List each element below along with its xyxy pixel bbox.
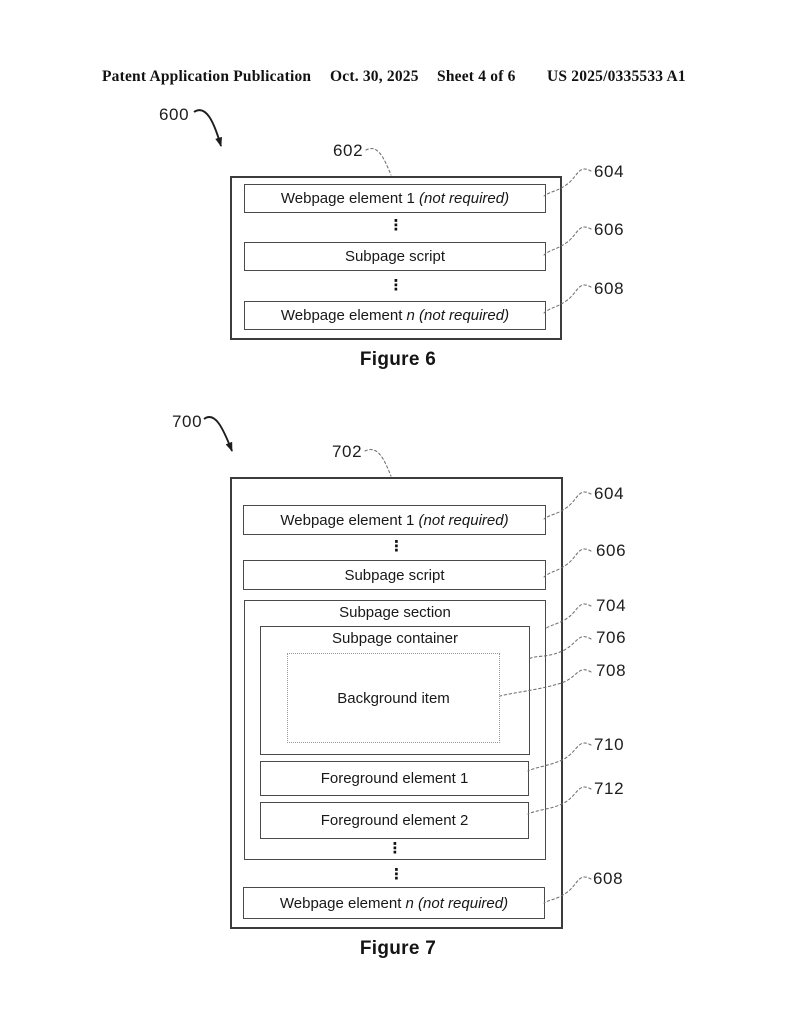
webpage-element-1-label: Webpage element 1 <box>280 190 420 207</box>
figure6-webpage-element-1-box: Webpage element 1 (not required) <box>244 184 546 213</box>
ref-numeral-708: 708 <box>596 661 627 680</box>
ref-numeral-700: 700 <box>172 412 203 431</box>
figure6-subpage-script-box: Subpage script <box>244 242 546 271</box>
subpage-container-label: Subpage container <box>332 630 458 647</box>
header-sheet-number: Sheet 4 of 6 <box>437 68 516 85</box>
figure7-webpage-element-1-box: Webpage element 1 (not required) <box>243 505 546 535</box>
figure7-webpage-outer-box: Webpage element 1 (not required) ⋮ Subpa… <box>230 477 563 929</box>
figure7-webpage-element-n-box: Webpage element n (not required) <box>243 887 545 919</box>
vertical-ellipsis: ⋮ <box>387 839 403 857</box>
subpage-section-label: Subpage section <box>339 604 451 621</box>
not-required-note: n (not required) <box>406 307 510 324</box>
subpage-script-label: Subpage script <box>344 248 446 265</box>
ref-numeral-606-fig6: 606 <box>594 220 625 239</box>
figure7-foreground-element-2-box: Foreground element 2 <box>260 802 529 839</box>
ref-numeral-600: 600 <box>159 105 190 124</box>
webpage-element-1-label: Webpage element 1 <box>280 511 419 529</box>
foreground-element-2-label: Foreground element 2 <box>320 812 469 829</box>
ref-numeral-704: 704 <box>596 596 627 615</box>
not-required-note: (not required) <box>419 190 510 207</box>
subpage-script-label: Subpage script <box>344 566 445 584</box>
ref-numeral-604-fig7: 604 <box>594 484 625 503</box>
foreground-element-1-label: Foreground element 1 <box>320 770 469 787</box>
vertical-ellipsis: ⋮ <box>389 865 404 883</box>
figure7-caption: Figure 7 <box>359 938 437 959</box>
header-patent-number: US 2025/0335533 A1 <box>547 68 686 85</box>
figure7-foreground-element-1-box: Foreground element 1 <box>260 761 529 796</box>
webpage-element-n-label: Webpage element <box>279 894 406 912</box>
not-required-note: (not required) <box>418 511 509 529</box>
figure6-webpage-element-n-box: Webpage element n (not required) <box>244 301 546 330</box>
background-item-label: Background item <box>337 689 450 707</box>
figure7-ref700-arrow <box>203 416 233 452</box>
figure7-subpage-section-box: Subpage section Subpage container Backgr… <box>244 600 546 860</box>
not-required-note: n (not required) <box>405 894 509 912</box>
vertical-ellipsis: ⋮ <box>389 537 404 555</box>
ref-numeral-710: 710 <box>594 735 625 754</box>
ref-numeral-712: 712 <box>594 779 625 798</box>
figure6-ref602-leader <box>365 148 392 176</box>
figure7-subpage-container-box: Subpage container Background item <box>260 626 530 755</box>
ref-numeral-702: 702 <box>332 442 363 461</box>
figure6-ref600-arrow <box>193 109 222 147</box>
ref-numeral-604-fig6: 604 <box>594 162 625 181</box>
vertical-ellipsis: ⋮ <box>388 276 404 294</box>
ref-numeral-606-fig7: 606 <box>596 541 627 560</box>
header-publication-label: Patent Application Publication <box>102 68 312 85</box>
figure6-caption: Figure 6 <box>359 349 437 370</box>
header-date: Oct. 30, 2025 <box>330 68 419 85</box>
ref-numeral-706: 706 <box>596 628 627 647</box>
ref-numeral-602: 602 <box>333 141 364 160</box>
vertical-ellipsis: ⋮ <box>388 216 404 234</box>
figure7-ref702-leader <box>364 449 392 477</box>
webpage-element-n-label: Webpage element <box>280 307 407 324</box>
ref-numeral-608-fig7: 608 <box>593 869 624 888</box>
ref-numeral-608-fig6: 608 <box>594 279 625 298</box>
figure7-background-item-box: Background item <box>287 653 500 743</box>
figure7-subpage-script-box: Subpage script <box>243 560 546 590</box>
figure6-webpage-outer-box: Webpage element 1 (not required) ⋮ Subpa… <box>230 176 562 340</box>
